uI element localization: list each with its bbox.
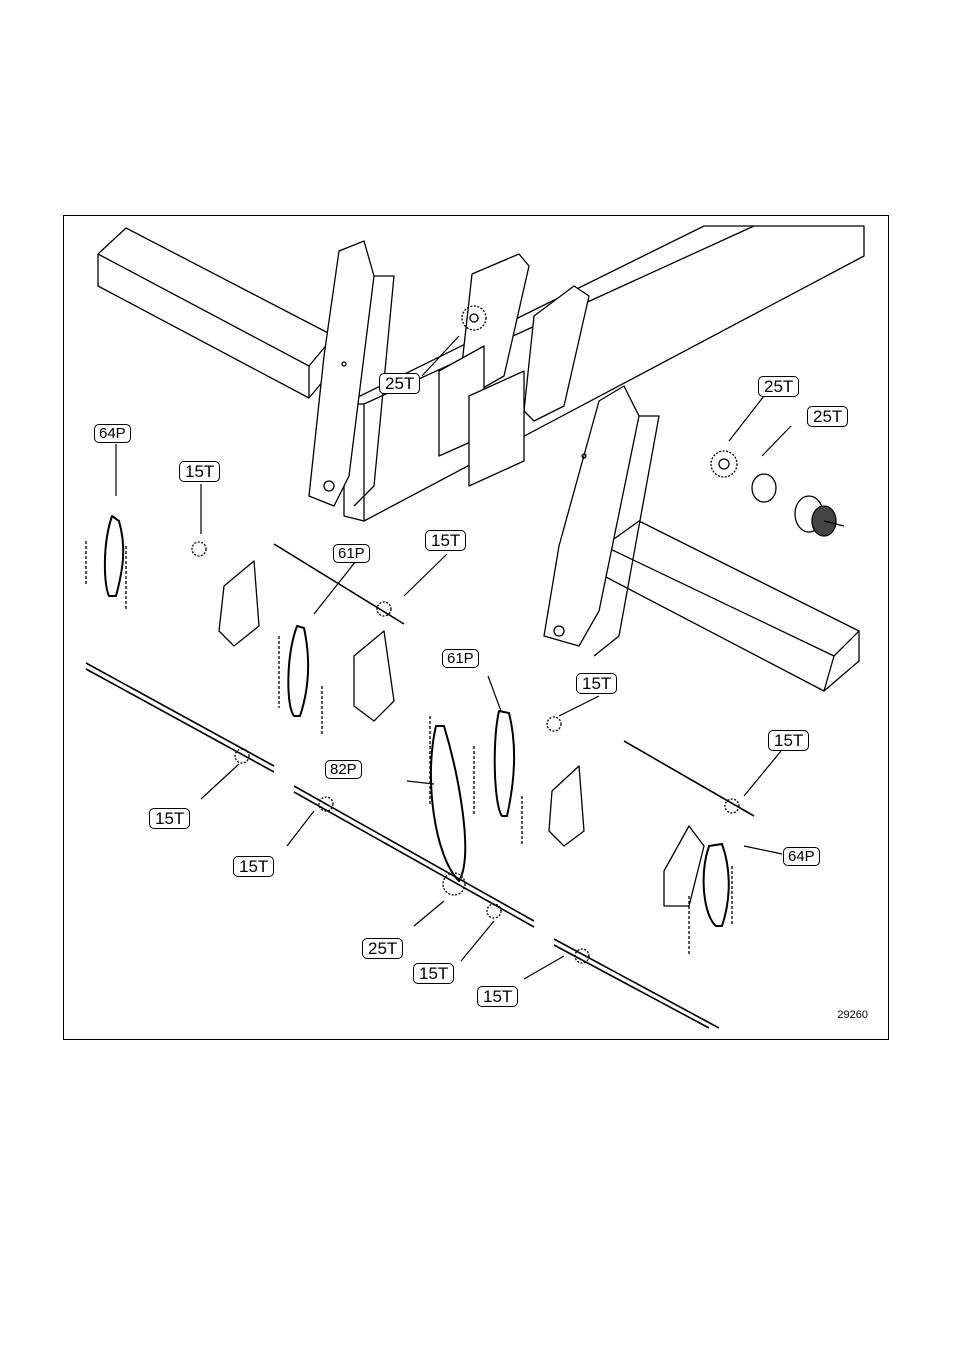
exploded-drive-diagram: [64, 216, 889, 1040]
callout-64p-right: 64P: [783, 847, 820, 866]
callout-82p: 82P: [325, 760, 362, 779]
figure-number: 29260: [837, 1009, 868, 1021]
direction-arrows: [86, 541, 732, 956]
callout-15t-upper-mid: 15T: [425, 530, 466, 551]
hub-assembly-right: [711, 451, 844, 536]
callout-25t-bottom: 25T: [362, 938, 403, 959]
callout-15t-bottom: 15T: [477, 986, 518, 1007]
callout-15t-lower-left: 15T: [233, 856, 274, 877]
callout-25t-upper: 25T: [379, 373, 420, 394]
callout-15t-bottom-mid: 15T: [413, 963, 454, 984]
callout-15t-right: 15T: [768, 730, 809, 751]
shafts: [86, 544, 754, 1028]
shaft-sprockets: [192, 542, 739, 963]
callout-64p-left: 64P: [94, 424, 131, 443]
figure-frame: 25T 25T 25T 64P 15T 61P 15T 61P 15T 15T …: [63, 215, 889, 1040]
callout-15t-mid: 15T: [576, 673, 617, 694]
frame-upright-right: [544, 386, 659, 656]
callout-61p-upper: 61P: [333, 544, 370, 563]
drive-chains: [105, 516, 729, 926]
callout-15t-upper-left: 15T: [179, 461, 220, 482]
callout-61p-mid: 61P: [442, 649, 479, 668]
callout-15t-left-shaft: 15T: [149, 808, 190, 829]
frame-beam-left: [98, 228, 334, 398]
frame-beam-right: [604, 521, 859, 691]
callout-25t-right-a: 25T: [758, 376, 799, 397]
tensioner-plates: [219, 561, 704, 906]
callout-25t-right-b: 25T: [807, 406, 848, 427]
